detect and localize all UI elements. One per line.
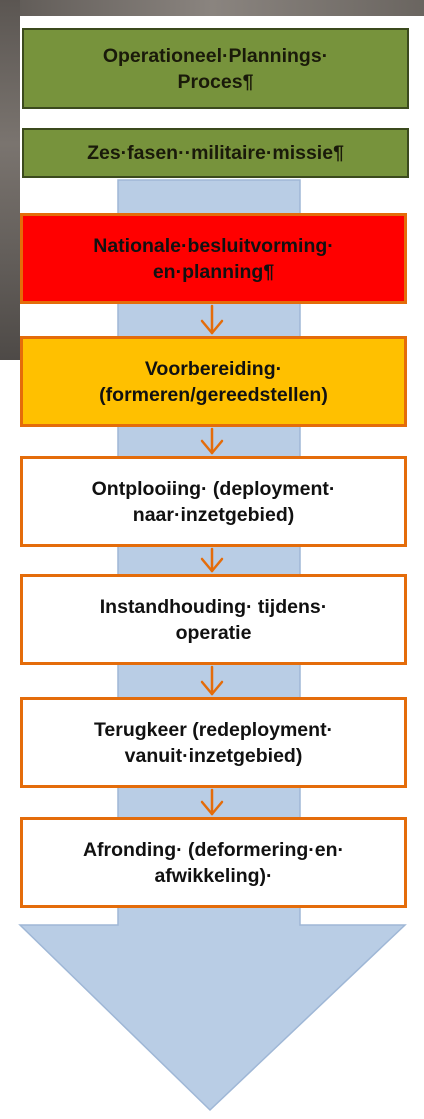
phase-label: Ontplooiing· (deployment· naar·inzetgebi… xyxy=(91,477,336,526)
title-box: Operationeel·Plannings· Proces¶ xyxy=(22,28,409,109)
phase-box-2: Voorbereiding· (formeren/gereedstellen) xyxy=(20,336,407,427)
phase-label: Nationale·besluitvorming· en·planning¶ xyxy=(93,234,334,283)
phase-label: Instandhouding· tijdens· operatie xyxy=(99,595,328,644)
background-photo-edge xyxy=(0,0,20,360)
phase-box-6: Afronding· (deformering·en· afwikkeling)… xyxy=(20,817,407,908)
subtitle-box: Zes·fasen··militaire·missie¶ xyxy=(22,128,409,178)
page-subtitle: Zes·fasen··militaire·missie¶ xyxy=(87,142,344,164)
phase-label: Voorbereiding· (formeren/gereedstellen) xyxy=(99,357,328,406)
page-title: Operationeel·Plannings· Proces¶ xyxy=(102,44,329,93)
phase-label: Afronding· (deformering·en· afwikkeling)… xyxy=(82,838,345,887)
phase-box-3: Ontplooiing· (deployment· naar·inzetgebi… xyxy=(20,456,407,547)
phase-box-4: Instandhouding· tijdens· operatie xyxy=(20,574,407,665)
phase-box-5: Terugkeer (redeployment· vanuit·inzetgeb… xyxy=(20,697,407,788)
phase-box-1: Nationale·besluitvorming· en·planning¶ xyxy=(20,213,407,304)
background-photo-strip xyxy=(0,0,424,16)
phase-label: Terugkeer (redeployment· vanuit·inzetgeb… xyxy=(93,718,334,767)
